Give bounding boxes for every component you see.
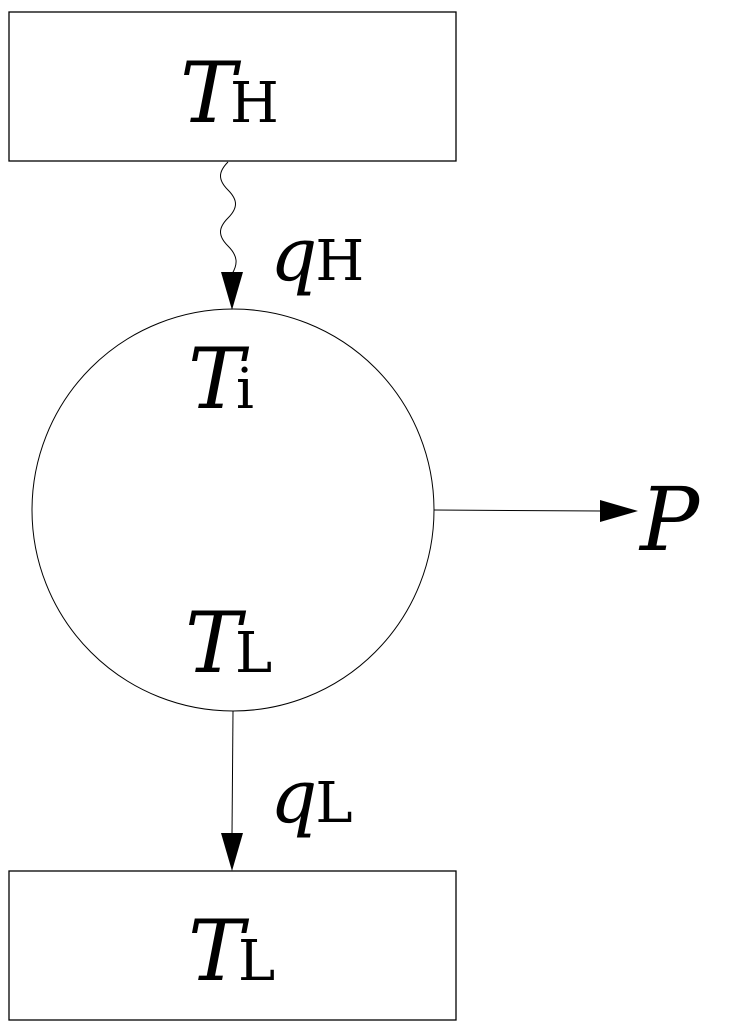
hot-reservoir: TH [8, 11, 457, 162]
heat-output-arrow: qL [221, 710, 353, 871]
heat-output-line [231, 710, 234, 836]
heat-input-wavy-line [220, 161, 237, 275]
cold-reservoir-label: TL [188, 902, 275, 1000]
heat-input-label: qH [270, 212, 364, 298]
heat-input-arrowhead [221, 272, 243, 310]
power-output-arrow: P [433, 468, 701, 571]
engine: Ti TL [31, 308, 435, 712]
engine-inner-temp-label: Ti [188, 330, 254, 428]
hot-reservoir-label: TH [180, 44, 279, 142]
engine-low-temp-label: TL [185, 594, 272, 692]
power-label: P [638, 468, 701, 571]
power-output-line [433, 509, 603, 512]
cold-reservoir-box [8, 870, 457, 1021]
heat-output-arrowhead [221, 833, 243, 871]
heat-input-arrow: qH [220, 161, 364, 310]
power-output-arrowhead [600, 500, 638, 522]
cold-reservoir: TL [8, 870, 457, 1021]
heat-output-label: qL [270, 754, 353, 840]
hot-reservoir-box [8, 11, 457, 162]
